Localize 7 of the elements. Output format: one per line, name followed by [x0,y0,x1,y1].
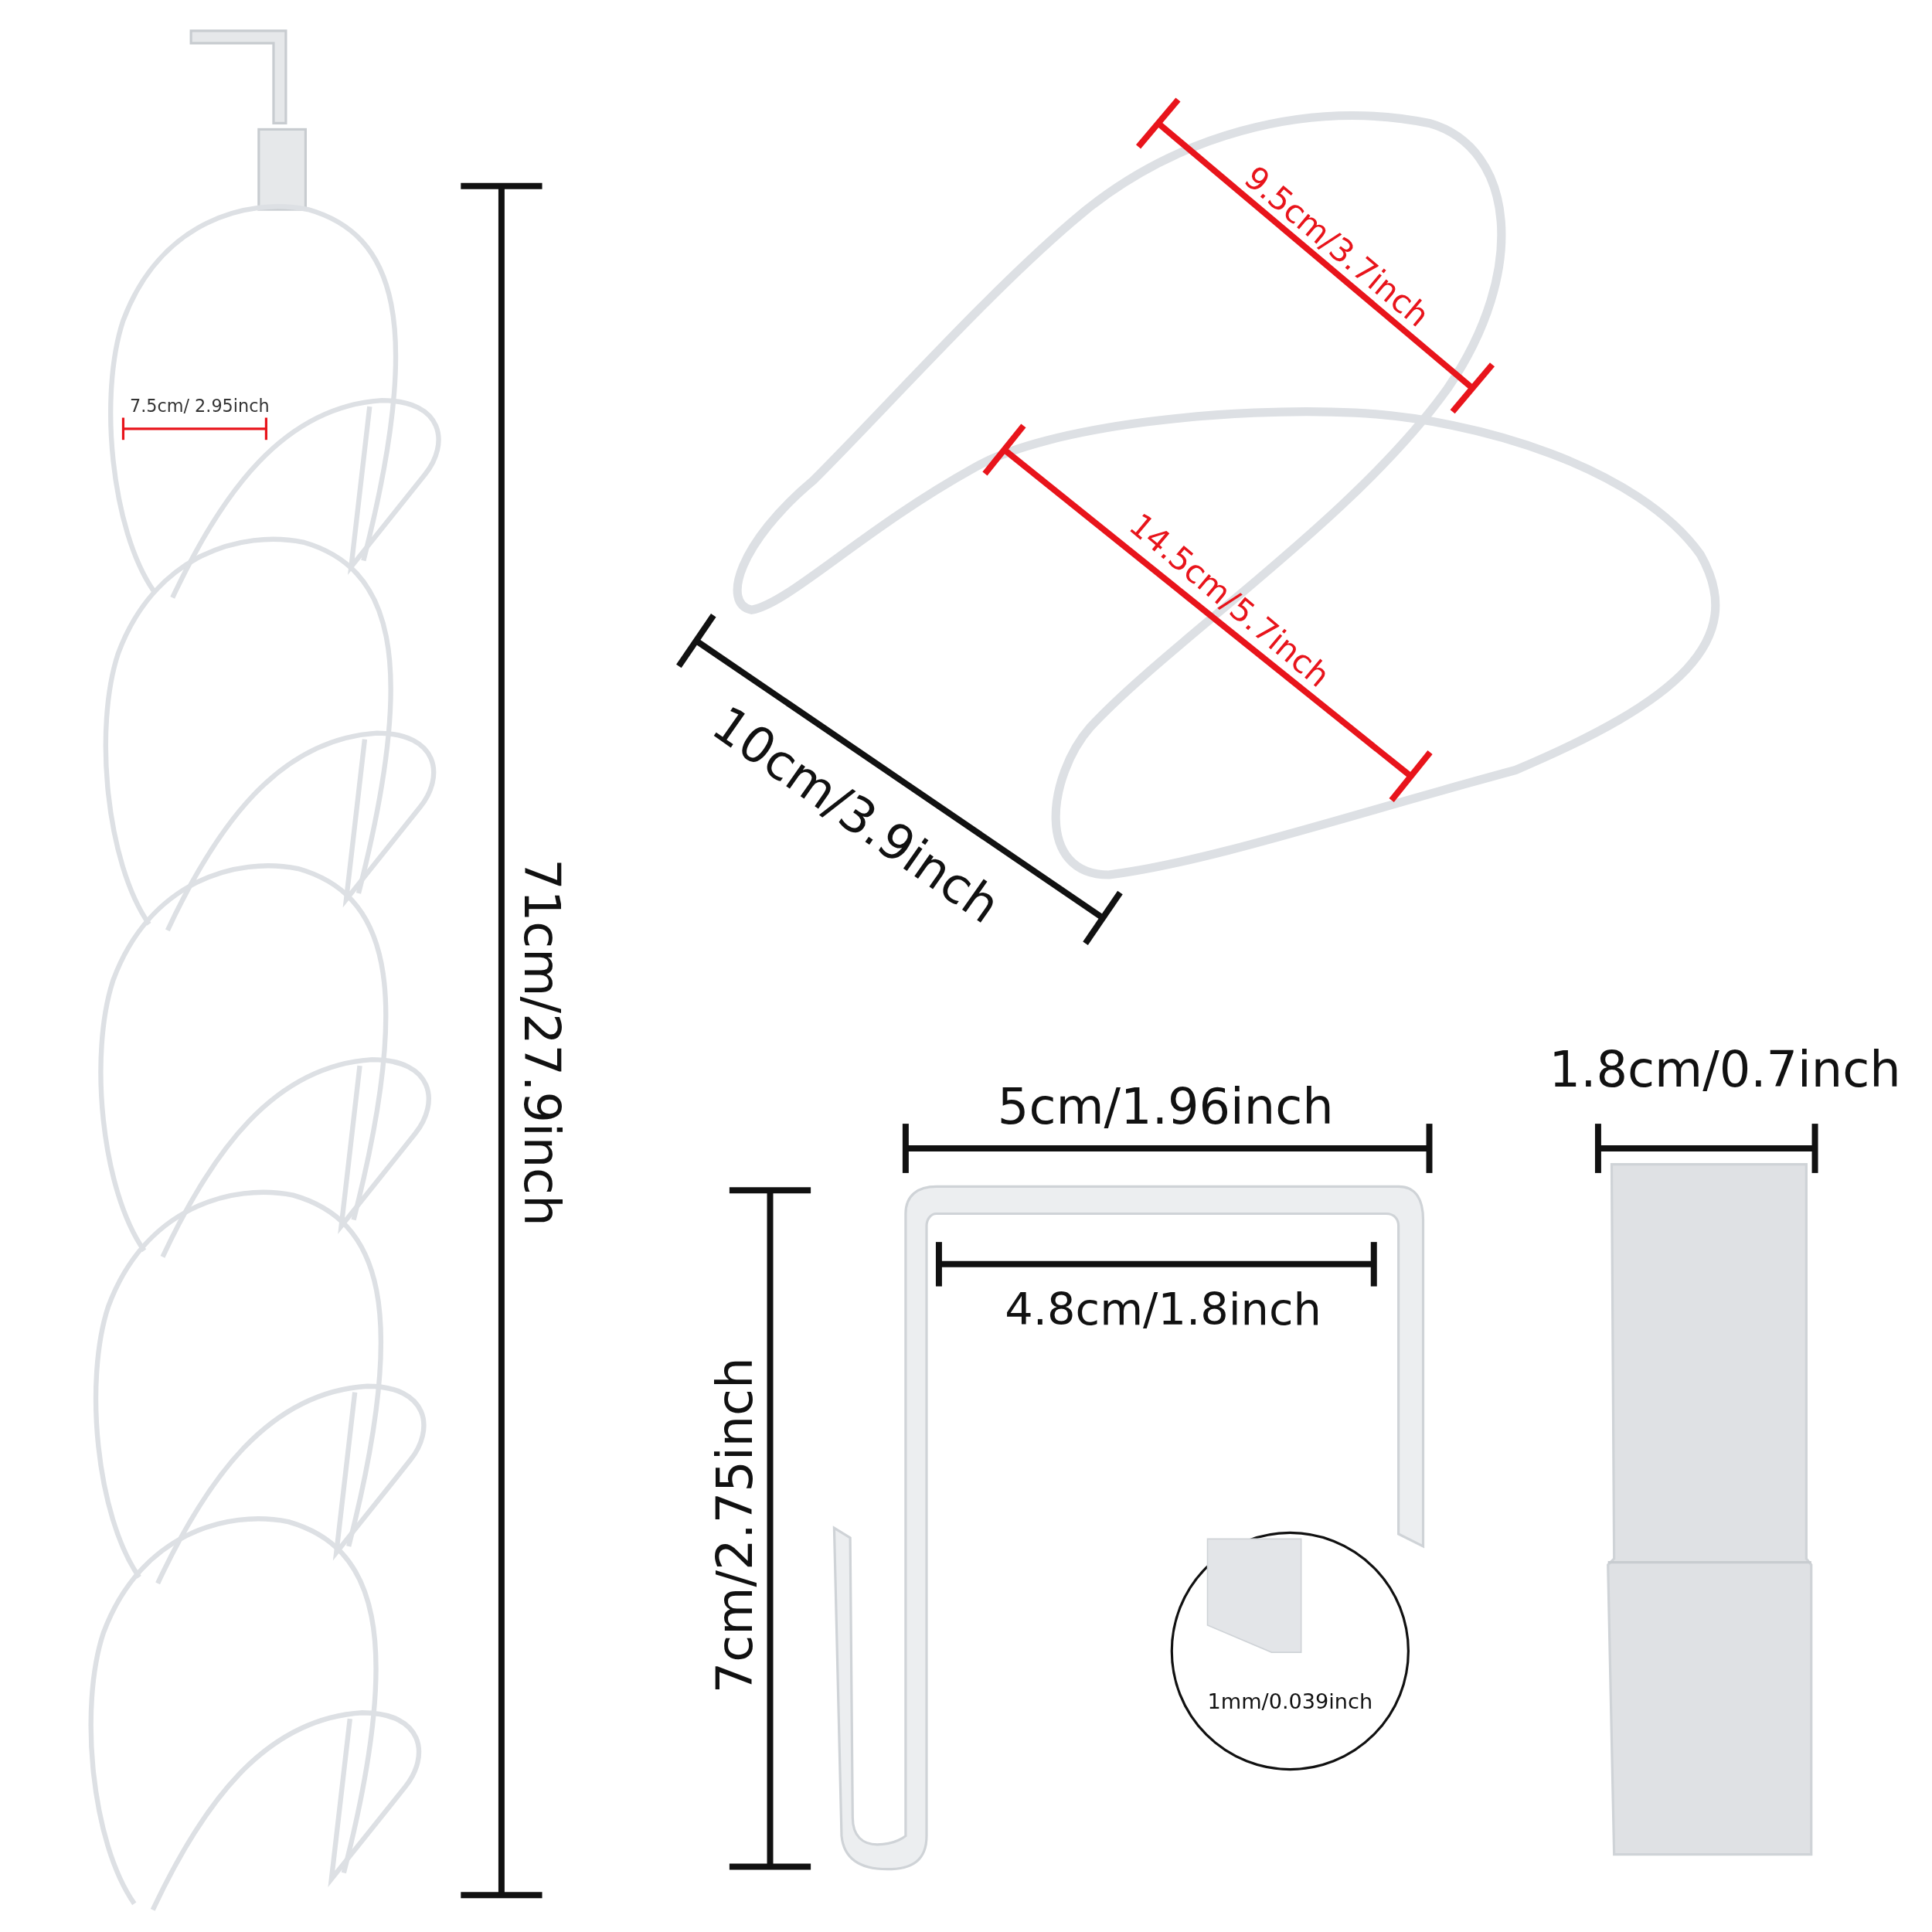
dimension-label: 5cm/1.96inch [997,1081,1334,1131]
dimension-label: 7.5cm/ 2.95inch [130,396,270,414]
dimension-label: 1.8cm/0.7inch [1549,1045,1901,1094]
dimension-label: 1mm/0.039inch [1206,1692,1374,1713]
dimension-label: 71cm/27.9inch [517,859,567,1226]
dimension-label: 7cm/2.75inch [709,1357,760,1694]
dimension-label: 4.8cm/1.8inch [1005,1287,1321,1332]
